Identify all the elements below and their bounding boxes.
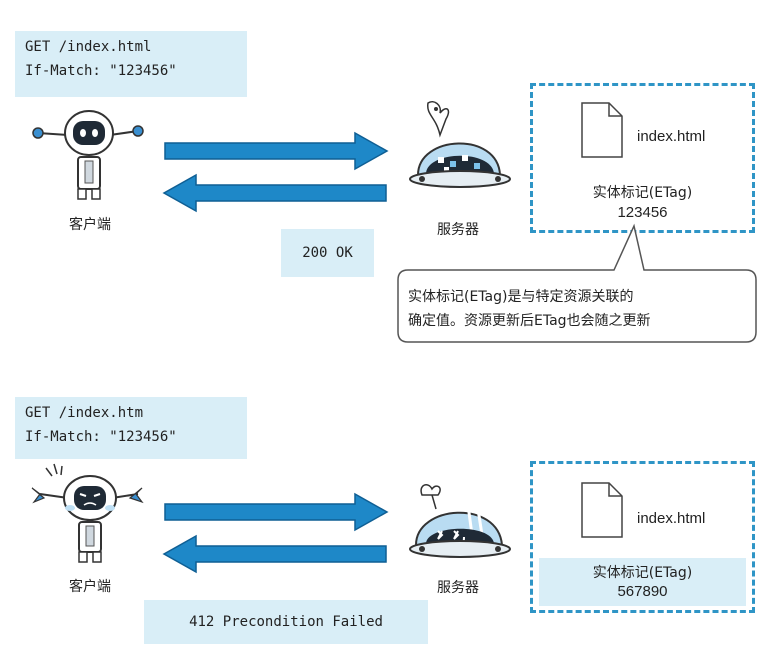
top-server-label: 服务器 [437,222,479,238]
bottom-etag-box: index.html 实体标记(ETag) 567890 [530,461,755,613]
bottom-client-label: 客户端 [69,579,111,595]
sad-client-robot-icon [31,463,144,563]
top-request-arrow [164,131,389,171]
bottom-server-label: 服务器 [437,580,479,596]
bottom-request-line2: If-Match: "123456" [25,429,177,445]
top-request-line1: GET /index.html [25,39,152,55]
top-response-box: 200 OK [281,229,374,277]
callout-text: 实体标记(ETag)是与特定资源关联的 确定值。资源更新后ETag也会随之更新 [408,285,753,333]
top-etag-title: 实体标记(ETag) [592,185,693,201]
callout-line2: 确定值。资源更新后ETag也会随之更新 [408,313,651,329]
bottom-request-box: GET /index.htm If-Match: "123456" [15,397,247,459]
bottom-file-name: index.html [637,510,706,527]
server-robot-icon [409,101,511,188]
callout-bubble [397,223,757,343]
bottom-etag-value: 567890 [617,583,668,600]
top-etag-value: 123456 [617,204,668,221]
top-response-text: 200 OK [302,245,353,261]
client-robot-icon [32,110,144,200]
top-client-label: 客户端 [69,217,111,233]
file-icon [581,102,623,158]
bottom-etag-highlight: 实体标记(ETag) 567890 [539,558,746,606]
callout-line1: 实体标记(ETag)是与特定资源关联的 [408,289,634,305]
bottom-response-arrow [162,534,387,574]
top-response-arrow [162,173,387,213]
bottom-response-text: 412 Precondition Failed [189,614,383,630]
bottom-request-arrow [164,492,389,532]
top-request-line2: If-Match: "123456" [25,63,177,79]
top-file-name: index.html [637,128,706,145]
bottom-request-line1: GET /index.htm [25,405,144,421]
top-etag-box: index.html 实体标记(ETag) 123456 [530,83,755,233]
top-request-box: GET /index.html If-Match: "123456" [15,31,247,97]
bottom-response-box: 412 Precondition Failed [144,600,428,644]
broken-server-robot-icon [409,484,511,558]
file-icon [581,482,623,538]
bottom-etag-title: 实体标记(ETag) [592,565,693,581]
